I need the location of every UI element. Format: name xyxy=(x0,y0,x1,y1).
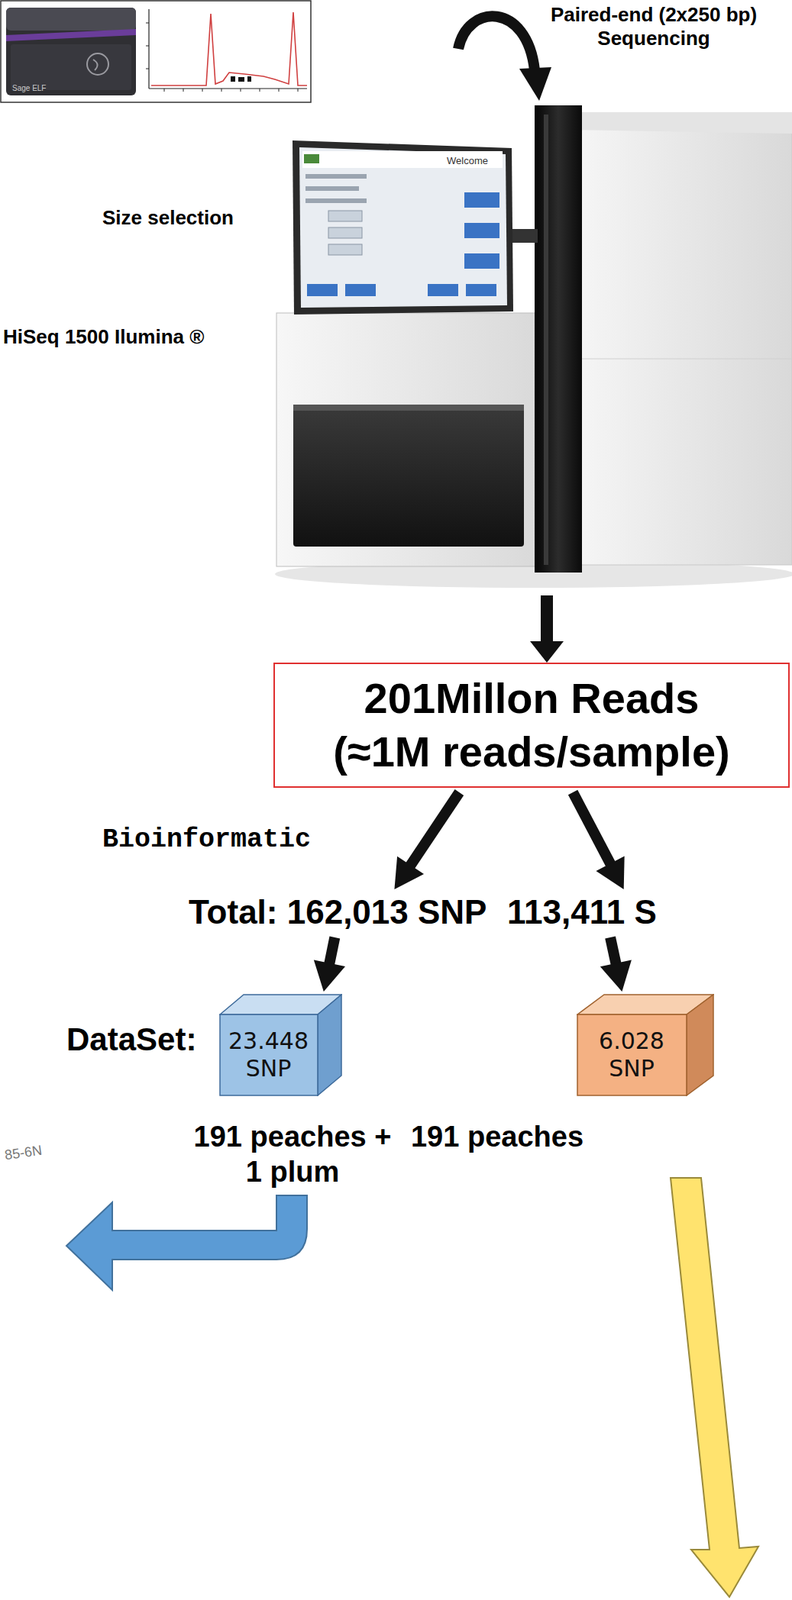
cube-text: 23.448 SNP xyxy=(219,1027,317,1083)
cube-face: 6.028 SNP xyxy=(577,1015,686,1096)
cube-caption: 191 peaches xyxy=(397,1119,597,1155)
arrow-head xyxy=(313,960,346,993)
cube-face: 23.448 SNP xyxy=(219,1015,317,1096)
arrow-shaft xyxy=(572,792,611,866)
size-selection-figure xyxy=(0,0,311,103)
flow-arrow xyxy=(572,792,625,890)
screen-text: Welcome xyxy=(446,155,489,167)
flow-arrow xyxy=(313,937,346,993)
flow-arrow xyxy=(394,792,460,890)
step-label: Size selection xyxy=(102,206,234,230)
snp-count: 113,411 S xyxy=(507,892,657,934)
count-text: 113,411 S xyxy=(507,892,657,934)
arrow-head xyxy=(600,960,632,993)
arrow-shaft xyxy=(409,792,460,867)
sequencer-figure xyxy=(274,105,792,589)
box-text: 201Millon Reads (≈1M reads/sample) xyxy=(316,672,748,780)
instrument-label: HiSeq 1500 Ilumina ® xyxy=(3,325,204,350)
step-label: Paired-end (2x250 bp) Sequencing xyxy=(519,3,789,51)
arrow-shaft xyxy=(610,937,617,966)
count-text: Total: 162,013 SNP xyxy=(188,892,487,934)
arrow-shaft xyxy=(329,937,335,966)
step-label: Bioinformatic xyxy=(102,824,311,856)
cube-text: 6.028 SNP xyxy=(577,1027,686,1083)
flow-arrow xyxy=(600,937,632,993)
dataset-cube: 23.448 SNP191 peaches + 1 plum xyxy=(219,994,343,1097)
dataset-cube: 6.028 SNP191 peaches xyxy=(576,994,715,1097)
fragment-text: 85-6N xyxy=(3,1143,43,1165)
instrument-text: Sage ELF xyxy=(12,84,46,93)
arrow-head xyxy=(595,856,624,890)
cube-caption: 191 peaches + 1 plum xyxy=(193,1119,392,1190)
snp-count: Total: 162,013 SNP xyxy=(188,892,487,934)
row-label: DataSet: xyxy=(66,1021,197,1059)
reads-box: 201Millon Reads (≈1M reads/sample) xyxy=(273,662,790,789)
arrow-head xyxy=(394,856,424,890)
